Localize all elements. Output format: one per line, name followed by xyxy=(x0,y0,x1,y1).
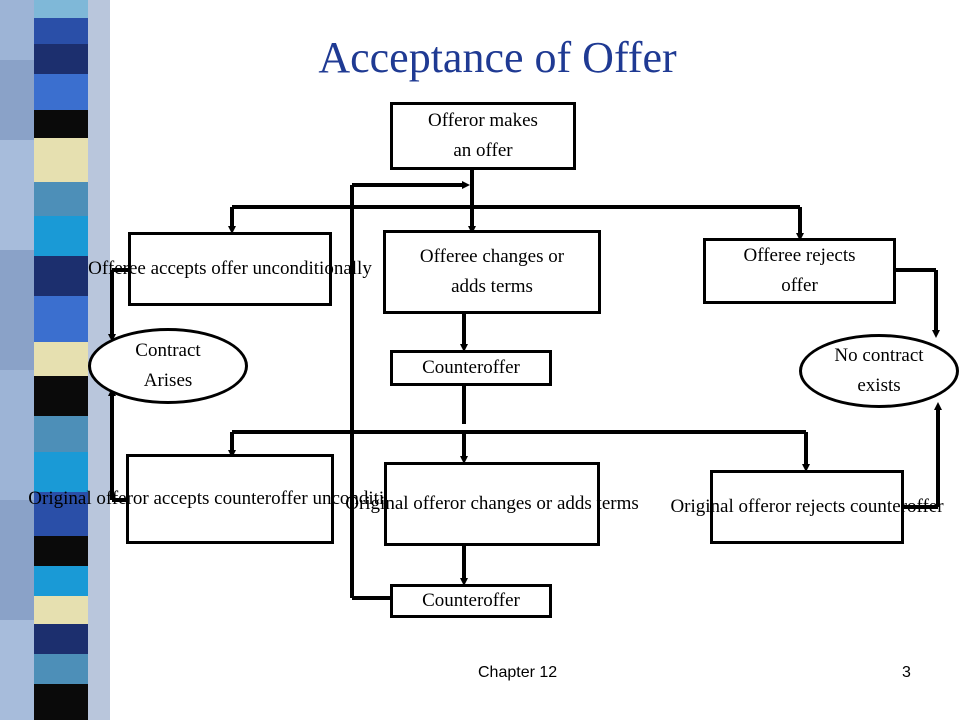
no-contract-ellipse: No contract exists xyxy=(799,334,959,408)
original-offeror-accepts-box: Original offeror accepts counteroffer un… xyxy=(28,454,432,544)
page-number: 3 xyxy=(902,664,911,681)
offeree-rejects-box: Offeree rejects offer xyxy=(703,238,896,304)
counteroffer-box-2: Counteroffer xyxy=(390,584,552,618)
contract-arises-ellipse: Contract Arises xyxy=(88,328,248,404)
original-offeror-rejects-box: Original offeror rejects counteroffer xyxy=(670,470,944,544)
slide-title: Acceptance of Offer xyxy=(318,33,677,82)
offeror-makes-offer-box: Offeror makes an offer xyxy=(390,102,576,170)
offeree-changes-box: Offeree changes or adds terms xyxy=(383,230,601,314)
original-offeror-changes-box: Original offeror changes or adds terms xyxy=(345,462,639,546)
offeree-accepts-box: Offeree accepts offer unconditionally xyxy=(88,232,372,306)
counteroffer-box-1: Counteroffer xyxy=(390,350,552,386)
footer-chapter-label: Chapter 12 xyxy=(478,664,558,681)
